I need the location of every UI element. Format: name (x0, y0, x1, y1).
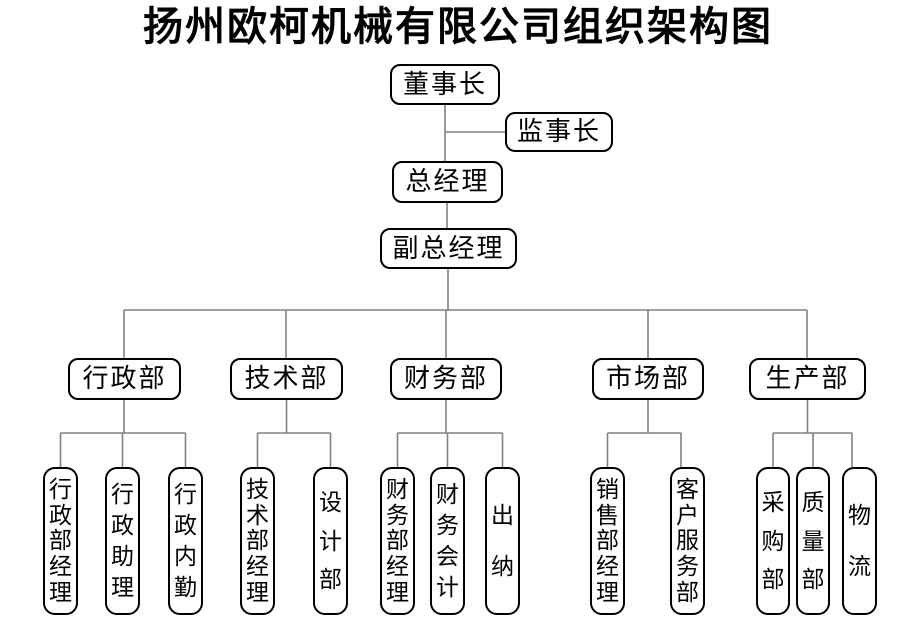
node-admin-assistant: 行政助理 (105, 467, 140, 615)
node-dept-production: 生产部 (749, 358, 866, 400)
node-purchasing-dept: 采购部 (756, 467, 790, 615)
node-customer-service-dept: 客户服务部 (670, 467, 705, 615)
node-admin-dept-manager: 行政部经理 (43, 467, 78, 615)
node-cashier: 出纳 (485, 467, 520, 615)
chart-title: 扬州欧柯机械有限公司组织架构图 (143, 5, 773, 49)
node-tech-dept-manager: 技术部经理 (240, 467, 275, 615)
node-dept-marketing: 市场部 (592, 358, 704, 400)
node-finance-accountant: 财务会计 (430, 467, 465, 615)
node-admin-internal-clerk: 行政内勤 (168, 467, 203, 615)
node-dept-administration: 行政部 (68, 358, 181, 400)
node-finance-dept-manager: 财务部经理 (380, 467, 415, 615)
node-quality-dept: 质量部 (796, 467, 830, 615)
node-chairman: 董事长 (390, 64, 500, 105)
node-logistics: 物流 (842, 467, 877, 615)
node-dept-finance: 财务部 (390, 358, 502, 400)
node-deputy-general-manager: 副总经理 (380, 228, 517, 269)
node-design-dept: 设计部 (313, 467, 348, 615)
node-general-manager: 总经理 (392, 161, 503, 203)
node-sales-dept-manager: 销售部经理 (590, 467, 625, 615)
node-supervisor: 监事长 (505, 112, 613, 152)
node-dept-technology: 技术部 (230, 358, 343, 400)
